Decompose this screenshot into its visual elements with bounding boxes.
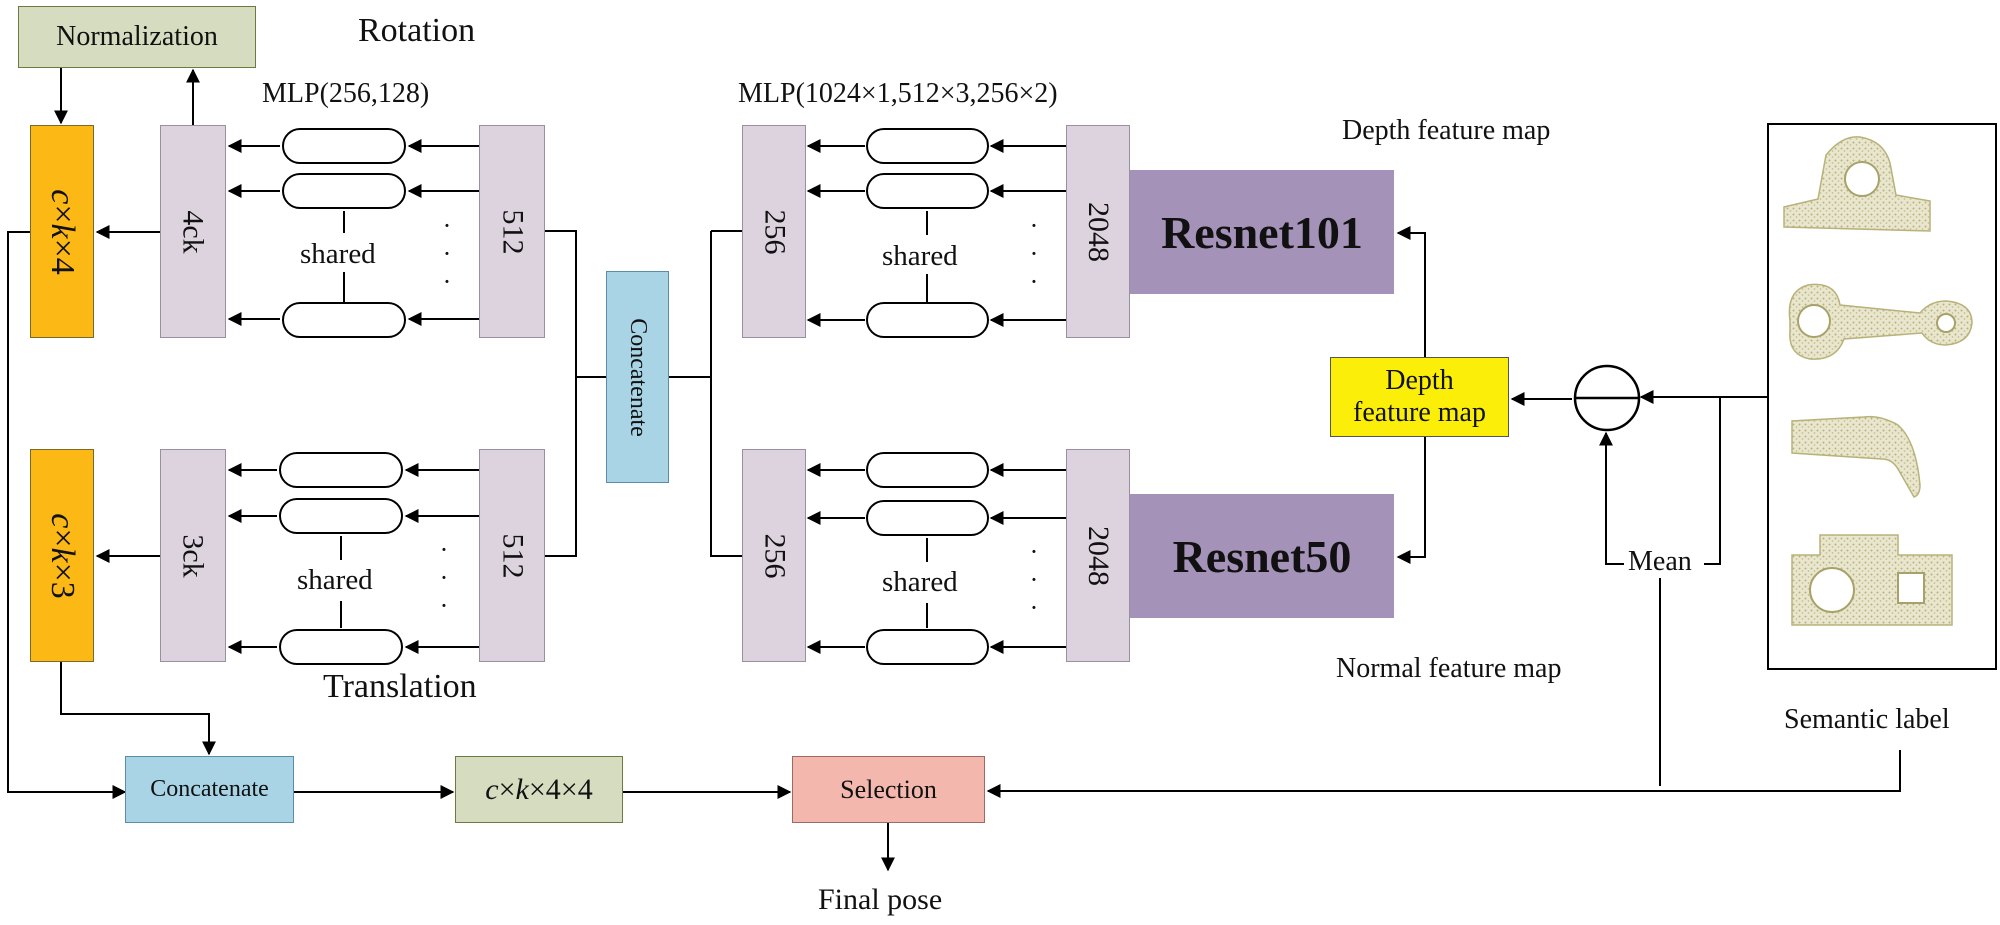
resnet50-box: Resnet50 bbox=[1130, 494, 1394, 618]
resnet101-box: Resnet101 bbox=[1130, 170, 1394, 294]
mlp-small-label-top: MLP(256,128) bbox=[262, 78, 430, 109]
rotation-label: Rotation bbox=[358, 12, 476, 49]
ellipsis-dots: ··· bbox=[1029, 537, 1039, 622]
layer-4ck: 4ck bbox=[160, 125, 226, 338]
mlp-unit bbox=[279, 452, 403, 488]
mlp-unit bbox=[279, 498, 403, 534]
concatenate-features-label: Concatenate bbox=[625, 317, 652, 437]
rotation-output-label: c×k×4 bbox=[44, 188, 81, 275]
connecting-rod-icon bbox=[1788, 283, 1973, 360]
concatenate-features-box: Concatenate bbox=[606, 271, 669, 483]
depth-feature-map-caption: Depth feature map bbox=[1342, 115, 1551, 146]
shared-label: shared bbox=[882, 240, 958, 272]
translation-output-box: c×k×3 bbox=[30, 449, 94, 662]
bracket-part-icon bbox=[1791, 534, 1953, 626]
selection-label: Selection bbox=[840, 774, 937, 804]
layer-512-top-label: 512 bbox=[496, 209, 529, 254]
concatenate-outputs-label: Concatenate bbox=[150, 776, 269, 802]
layer-4ck-label: 4ck bbox=[176, 209, 210, 254]
selection-box: Selection bbox=[792, 756, 985, 823]
mlp-unit bbox=[282, 302, 406, 338]
layer-512-bottom-label: 512 bbox=[496, 533, 529, 578]
translation-output-label: c×k×3 bbox=[44, 512, 81, 599]
shared-label: shared bbox=[300, 238, 376, 270]
mlp-unit bbox=[866, 128, 989, 164]
mean-label: Mean bbox=[1626, 546, 1694, 577]
normalization-box: Normalization bbox=[18, 6, 256, 68]
layer-2048-bottom-label: 2048 bbox=[1082, 525, 1115, 586]
layer-256-top-label: 256 bbox=[758, 209, 791, 254]
concatenate-outputs-box: Concatenate bbox=[125, 756, 294, 823]
subtract-operator-icon bbox=[1573, 364, 1641, 432]
shared-label: shared bbox=[882, 566, 958, 598]
layer-256-bottom-label: 256 bbox=[758, 533, 791, 578]
normal-feature-map-caption: Normal feature map bbox=[1336, 653, 1562, 684]
normalization-label: Normalization bbox=[56, 21, 218, 52]
layer-512-top: 512 bbox=[479, 125, 545, 338]
layer-3ck: 3ck bbox=[160, 449, 226, 662]
ellipsis-dots: ··· bbox=[439, 535, 449, 620]
translation-label: Translation bbox=[323, 668, 477, 705]
resnet101-label: Resnet101 bbox=[1161, 206, 1363, 258]
mlp-unit bbox=[866, 302, 989, 338]
ellipsis-dots: ··· bbox=[1029, 211, 1039, 296]
depth-feature-map-line1: Depth bbox=[1385, 365, 1454, 396]
mlp-unit bbox=[866, 629, 989, 665]
layer-256-bottom: 256 bbox=[742, 449, 806, 662]
resnet50-label: Resnet50 bbox=[1172, 530, 1352, 582]
layer-2048-bottom: 2048 bbox=[1066, 449, 1130, 662]
mlp-unit bbox=[866, 452, 989, 488]
layer-2048-top-label: 2048 bbox=[1082, 201, 1115, 262]
mlp-unit bbox=[279, 629, 403, 665]
mlp-unit bbox=[282, 173, 406, 209]
layer-256-top: 256 bbox=[742, 125, 806, 338]
mlp-unit bbox=[866, 173, 989, 209]
depth-feature-map-line2: feature map bbox=[1353, 397, 1486, 428]
pose-tensor-box: c×k×4×4 bbox=[455, 756, 623, 823]
final-pose-label: Final pose bbox=[818, 883, 943, 916]
layer-2048-top: 2048 bbox=[1066, 125, 1130, 338]
ellipsis-dots: ··· bbox=[442, 211, 452, 296]
mlp-large-label: MLP(1024×1,512×3,256×2) bbox=[738, 78, 1058, 109]
depth-feature-map-box: Depth feature map bbox=[1330, 357, 1509, 437]
industrial-parts-point-clouds bbox=[1783, 136, 1973, 626]
layer-512-bottom: 512 bbox=[479, 449, 545, 662]
semantic-label-caption: Semantic label bbox=[1784, 704, 1950, 735]
hammer-head-icon bbox=[1791, 415, 1921, 498]
mlp-unit bbox=[282, 128, 406, 164]
pose-tensor-label: c×k×4×4 bbox=[485, 772, 593, 806]
layer-3ck-label: 3ck bbox=[176, 533, 210, 578]
rotation-output-box: c×k×4 bbox=[30, 125, 94, 338]
shared-label: shared bbox=[297, 564, 373, 596]
mlp-unit bbox=[866, 500, 989, 536]
pillow-block-icon bbox=[1783, 136, 1931, 232]
